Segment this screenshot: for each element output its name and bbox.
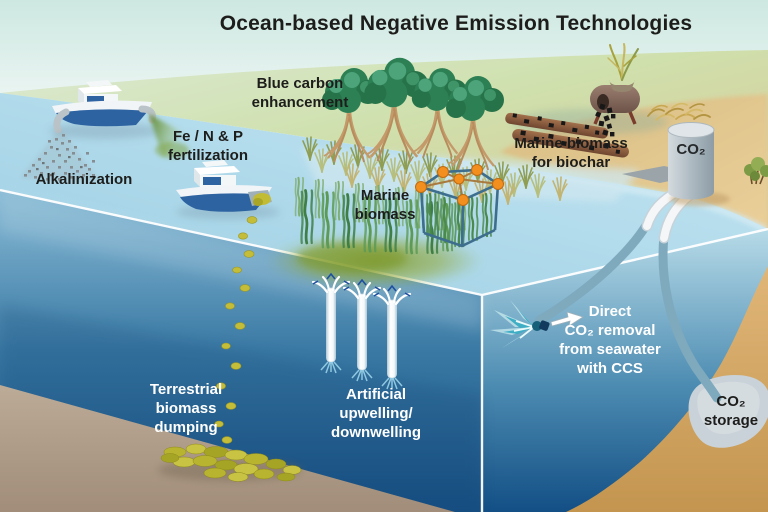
seafloor-left bbox=[0, 385, 455, 512]
shrub-icon bbox=[744, 157, 768, 185]
upwelling-pipes-icon bbox=[311, 272, 412, 390]
biochar-logs-icon bbox=[505, 112, 629, 158]
kelp-cage-icon bbox=[415, 164, 504, 248]
cage-buoys bbox=[415, 164, 504, 206]
alkalinization-ship-icon bbox=[49, 80, 161, 139]
algal-bloom bbox=[267, 233, 483, 289]
flow-arrow-icon bbox=[550, 311, 584, 327]
intake-splash-icon bbox=[490, 300, 550, 348]
dumping-ship-icon bbox=[176, 160, 280, 219]
biochar-chunks bbox=[595, 103, 616, 137]
biomass-trail bbox=[214, 216, 258, 444]
biomass-pile bbox=[158, 443, 302, 482]
seafloor-right bbox=[566, 266, 768, 512]
biochar-kiln-icon bbox=[590, 43, 640, 137]
alkalinization-spray bbox=[20, 128, 100, 182]
sea-surface bbox=[0, 93, 768, 295]
co2-tank-icon bbox=[667, 122, 730, 206]
seaweed-pile-icon bbox=[647, 102, 711, 121]
fertilization-plume bbox=[149, 114, 189, 158]
